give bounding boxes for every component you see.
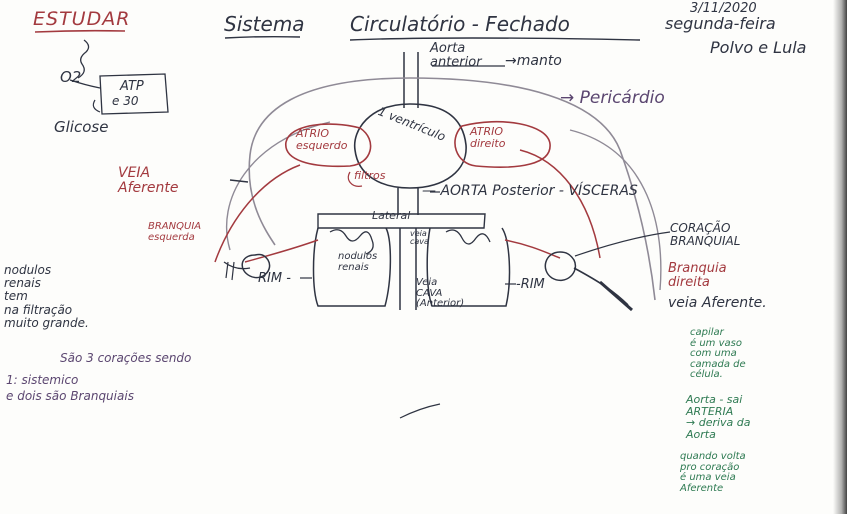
quando-volta-line3: é uma veia [680, 473, 746, 484]
quando-volta-line4: Aferente [680, 484, 746, 495]
quando-volta-line1: quando volta [680, 452, 746, 463]
atrio-esquerdo-line1: ATRIO [296, 128, 347, 140]
branquia-esquerda-line2: esquerda [148, 233, 201, 244]
branquia-direita-line2: direita [668, 276, 727, 290]
left-notes-line3: tem [4, 290, 89, 303]
veia-aferente-left-line [230, 180, 248, 182]
left-gill-bars [226, 262, 234, 280]
nodulos-renais-label: nodulos renais [338, 252, 377, 273]
aorta-anterior-label-line2: anterior [430, 56, 482, 70]
aorta-anterior-label-line1: Aorta [430, 42, 482, 56]
right-gill-thick [600, 282, 632, 310]
left-notes-line4: na filtração [4, 304, 89, 317]
o2-label: O2 [60, 70, 81, 86]
aorta-visceras-label: — AORTA Posterior - VÍSCERAS [422, 184, 638, 199]
filtros-label: filtros [354, 170, 385, 182]
right-nodules-squiggle [446, 230, 490, 244]
stray-stroke [400, 404, 440, 418]
bottom-notes-line3: e dois são Branquiais [6, 390, 134, 403]
veia-aferente-left-line2: Aferente [118, 181, 178, 196]
veia-cava-bottom-line3: (Anterior) [416, 299, 464, 310]
left-notes-line5: muito grande. [4, 317, 89, 330]
atp-label: ATP [120, 80, 144, 94]
coracao-branquial-line [575, 232, 670, 256]
veia-aferente-left-label: VEIA Aferente [118, 166, 178, 195]
capilar-note-line1: capilar [690, 328, 746, 339]
estudar-underline [35, 31, 125, 32]
branquia-direita-line1: Branquia [668, 262, 727, 276]
page-title-circulatorio: Circulatório - Fechado [350, 14, 570, 35]
quando-volta-note: quando volta pro coração é uma veia Afer… [680, 452, 746, 494]
rim-right-label: -RIM [516, 278, 545, 292]
manto-label: →manto [505, 54, 562, 69]
glicose-label: Glicose [54, 120, 108, 136]
aorta-anterior-label: Aorta anterior [430, 42, 482, 69]
bottom-notes-line2: 1: sistemico [6, 374, 78, 387]
coracao-branquial-line1: CORAÇÃO [670, 222, 740, 235]
aorta-note-line4: Aorta [686, 429, 751, 441]
lateral-label: Lateral [372, 210, 410, 222]
capilar-note-line3: com uma [690, 349, 746, 360]
veia-cava-top-label: veia cava [410, 230, 429, 247]
weekday-label: segunda-feira [665, 16, 776, 33]
branquia-esquerda-label: BRANQUIA esquerda [148, 222, 201, 243]
page-edge-shadow [833, 0, 847, 514]
outer-loop [227, 122, 661, 290]
atrio-direito-line2: direito [470, 138, 505, 150]
branquia-esquerda-line1: BRANQUIA [148, 222, 201, 233]
veia-aferente-right-label: veia Aferente. [668, 296, 767, 311]
nodulos-renais-line2: renais [338, 263, 377, 274]
atrio-esquerdo-line2: esquerdo [296, 140, 347, 152]
title-underline-1 [225, 37, 300, 38]
coracao-branquial-label: CORAÇÃO BRANQUIAL [670, 222, 740, 247]
veia-cava-bottom-label: Veia CAVA (Anterior) [416, 278, 464, 310]
page-title-sistema: Sistema [224, 14, 305, 35]
glicose-arrow [93, 100, 100, 112]
aorta-note-line1: Aorta - sai [686, 394, 751, 406]
veia-aferente-left-line1: VEIA [118, 166, 178, 181]
atrio-esquerdo-label: ATRIO esquerdo [296, 128, 347, 151]
branquia-direita-label: Branquia direita [668, 262, 727, 289]
aorta-note: Aorta - sai ARTERIA → deriva da Aorta [686, 394, 751, 440]
capilar-note: capilar é um vaso com uma camada de célu… [690, 328, 746, 381]
subject-label: Polvo e Lula [710, 40, 806, 57]
pericardio-label: → Pericárdio [560, 90, 665, 108]
atrio-direito-label: ATRIO direito [470, 126, 505, 149]
right-branchial-heart [545, 252, 575, 280]
title-underline-2 [350, 38, 640, 40]
veia-cava-top-line2: cava [410, 238, 429, 246]
aorta-note-line3: → deriva da [686, 417, 751, 429]
capilar-note-line5: célula. [690, 370, 746, 381]
left-notes: nodulos renais tem na filtração muito gr… [4, 264, 89, 330]
atrio-direito-line1: ATRIO [470, 126, 505, 138]
veia-cava-bottom-line1: Veia [416, 278, 464, 289]
coracao-branquial-line2: BRANQUIAL [670, 235, 740, 248]
atp-value: e 30 [112, 95, 138, 108]
bottom-notes-line1: São 3 corações sendo [60, 352, 191, 365]
rim-left-label: RIM - [258, 272, 291, 286]
aorta-anterior-vessel [404, 52, 418, 108]
nodulos-renais-line1: nodulos [338, 252, 377, 263]
estudar-heading: ESTUDAR [33, 10, 130, 30]
